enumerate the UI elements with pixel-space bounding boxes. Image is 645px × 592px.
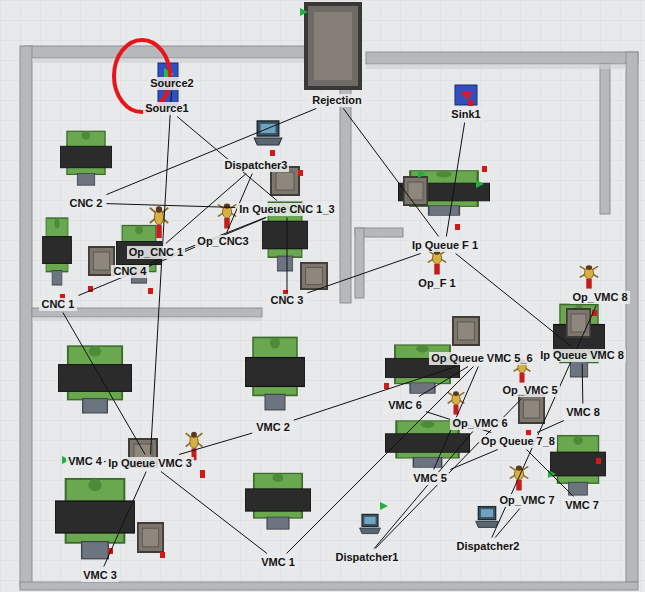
label-text: Dispatcher3: [225, 159, 288, 172]
connection-line: [161, 472, 267, 554]
label-text: Op_F 1: [418, 277, 455, 290]
connection-line: [287, 367, 474, 554]
label-text: Sink1: [451, 108, 480, 121]
object-label: In Queue CNC 1_3: [237, 203, 336, 216]
label-text: VMC 3: [83, 569, 117, 582]
label-text: CNC 3: [270, 294, 303, 307]
label-text: Op_CNC 1: [129, 246, 183, 259]
object-label: Dispatcher2: [455, 540, 522, 553]
connection-line: [456, 254, 572, 347]
label-text: VMC 4: [68, 455, 102, 468]
label-text: Op_VMC 6: [452, 417, 507, 430]
connection-line: [375, 399, 521, 549]
label-text: Ip Queue VMC 3: [108, 457, 192, 470]
object-label: Rejection: [310, 94, 364, 107]
label-text: CNC 4: [113, 265, 146, 278]
connection-line: [537, 421, 564, 433]
object-label: VMC 3: [81, 569, 119, 582]
connection-line: [419, 367, 468, 397]
object-label: Ip Queue VMC 8: [538, 349, 626, 362]
object-label: Op_CNC 1: [127, 246, 185, 259]
object-label: VMC 6: [386, 399, 424, 412]
label-text: Op Queue VMC 5_6: [431, 352, 532, 365]
object-label: Op_VMC 5: [500, 384, 559, 397]
object-label: Dispatcher1: [334, 551, 401, 564]
connection-line: [374, 432, 473, 549]
connection-line: [78, 218, 266, 296]
object-label: Op Queue VMC 5_6: [429, 352, 534, 365]
object-label: Op_F 1: [416, 277, 457, 290]
object-label: VMC 7: [563, 499, 601, 512]
object-label: Ip Queue F 1: [410, 239, 480, 252]
object-label: Sink1: [449, 108, 482, 121]
connection-line: [308, 254, 421, 293]
label-text: CNC 2: [69, 197, 102, 210]
object-label: CNC 4: [111, 265, 148, 278]
label-text: Ip Queue VMC 8: [540, 349, 624, 362]
connection-line: [294, 367, 456, 421]
label-text: Source2: [150, 77, 193, 90]
object-label: Source1: [143, 102, 190, 115]
connection-line: [450, 450, 498, 470]
connection-line: [286, 218, 287, 292]
connection-line: [343, 109, 438, 237]
label-text: Source1: [145, 102, 188, 115]
object-label: VMC 5: [411, 472, 449, 485]
connection-line: [107, 204, 236, 208]
label-text: In Queue CNC 1_3: [239, 203, 334, 216]
object-label: Op_VMC 6: [450, 417, 509, 430]
object-label: Ip Queue VMC 3: [106, 457, 194, 470]
label-text: Op_VMC 8: [572, 291, 627, 304]
connection-line: [179, 433, 252, 454]
connection-line: [582, 364, 584, 404]
object-label: CNC 1: [39, 298, 76, 311]
connection-line: [150, 92, 171, 455]
label-text: Op_VMC 5: [502, 384, 557, 397]
label-text: Op_VMC 7: [499, 494, 554, 507]
label-text: VMC 5: [413, 472, 447, 485]
object-label: Source2: [148, 77, 195, 90]
object-label: VMC 2: [254, 421, 292, 434]
label-text: VMC 8: [566, 406, 600, 419]
object-label: VMC 1: [259, 556, 297, 569]
label-text: VMC 1: [261, 556, 295, 569]
label-text: Rejection: [312, 94, 362, 107]
object-label: CNC 2: [67, 197, 104, 210]
object-label: Op Queue 7_8: [479, 435, 557, 448]
label-text: Ip Queue F 1: [412, 239, 478, 252]
label-text: VMC 7: [565, 499, 599, 512]
object-label: Dispatcher3: [223, 159, 290, 172]
connection-line: [104, 472, 146, 567]
connection-line: [63, 313, 145, 455]
connection-line: [107, 109, 317, 195]
object-label: Op_VMC 8: [570, 291, 629, 304]
label-text: VMC 6: [388, 399, 422, 412]
label-text: Dispatcher1: [336, 551, 399, 564]
connection-line: [166, 174, 246, 244]
label-text: Op_CNC3: [197, 235, 248, 248]
label-text: VMC 2: [256, 421, 290, 434]
label-text: CNC 1: [41, 298, 74, 311]
object-label: VMC 4: [66, 455, 104, 468]
connection-line: [495, 509, 520, 538]
label-text: Dispatcher2: [457, 540, 520, 553]
object-label: CNC 3: [268, 294, 305, 307]
connection-line: [446, 123, 464, 237]
object-label: VMC 8: [564, 406, 602, 419]
connection-line: [526, 450, 573, 497]
object-label: Op_CNC3: [195, 235, 250, 248]
object-label: Op_VMC 7: [497, 494, 556, 507]
label-text: Op Queue 7_8: [481, 435, 555, 448]
